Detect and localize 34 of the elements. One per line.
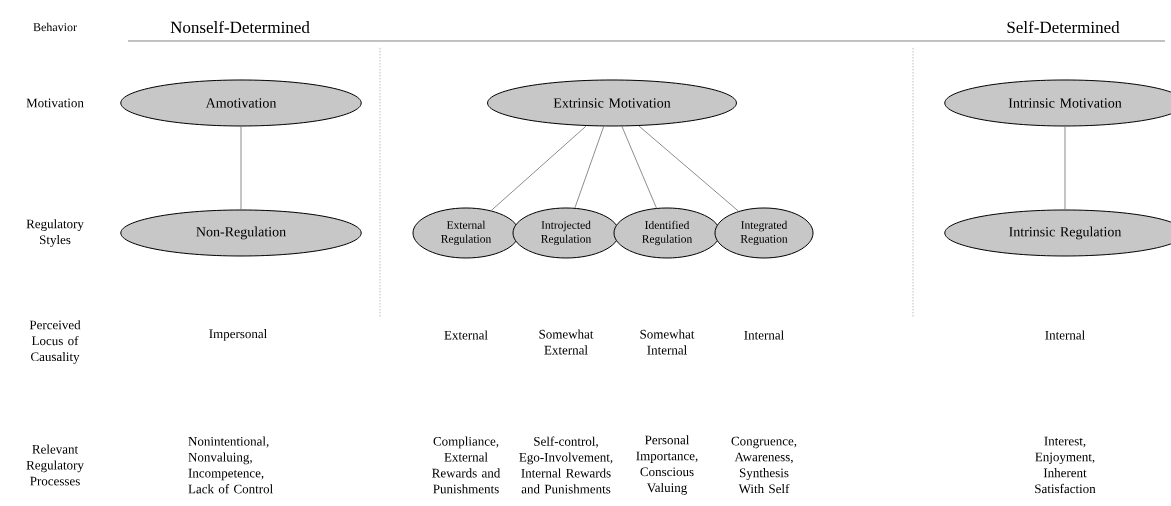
ellipse-node: Non-Regulation: [120, 209, 362, 257]
causality-label: Internal: [1045, 330, 1085, 340]
row-heading: Perceived Locus of Causality: [29, 320, 81, 364]
process-label: Nonintentional, Nonvaluing, Incompetence, Lack of Control: [188, 436, 273, 494]
connector-line: [240, 126, 242, 210]
scale-end-label: Nonself-Determined: [170, 20, 310, 34]
scale-end-label: Self-Determined: [1007, 20, 1120, 34]
process-label: Interest, Enjoyment, Inherent Satisfaction: [1035, 436, 1096, 494]
row-heading: Relevant Regulatory Processes: [26, 444, 84, 486]
causality-label: Impersonal: [209, 329, 267, 341]
ellipse-node: Intrinsic Motivation: [944, 79, 1171, 127]
ellipse-node: Amotivation: [120, 79, 362, 127]
process-label: Congruence, Awareness, Synthesis With Self: [731, 436, 797, 494]
connector-line: [1064, 126, 1066, 210]
connector-line: [638, 125, 739, 212]
causality-label: External: [444, 330, 488, 340]
ellipse-node: Identified Regulation: [613, 207, 721, 259]
connector-line: [490, 125, 587, 211]
connector-line: [621, 126, 657, 209]
connector-line: [574, 126, 605, 209]
causality-label: Somewhat External: [539, 329, 594, 355]
ellipse-node: External Regulation: [412, 207, 520, 259]
process-label: Personal Importance, Conscious Valuing: [636, 435, 698, 495]
ellipse-node: Integrated Reguation: [714, 207, 814, 259]
row-heading: Behavior: [33, 22, 77, 32]
causality-label: Internal: [744, 330, 784, 340]
ellipse-node: Extrinsic Motivation: [487, 79, 737, 127]
row-heading: Regulatory Styles: [26, 219, 84, 247]
row-heading: Motivation: [26, 98, 84, 108]
process-label: Self-control, Ego-Involvement, Internal Rewards and Punishments: [519, 436, 613, 494]
causality-label: Somewhat Internal: [640, 329, 695, 355]
process-label: Compliance, External Rewards and Punishments: [432, 436, 501, 494]
ellipse-node: Introjected Regulation: [512, 207, 620, 259]
ellipse-node: Intrinsic Regulation: [944, 209, 1171, 257]
